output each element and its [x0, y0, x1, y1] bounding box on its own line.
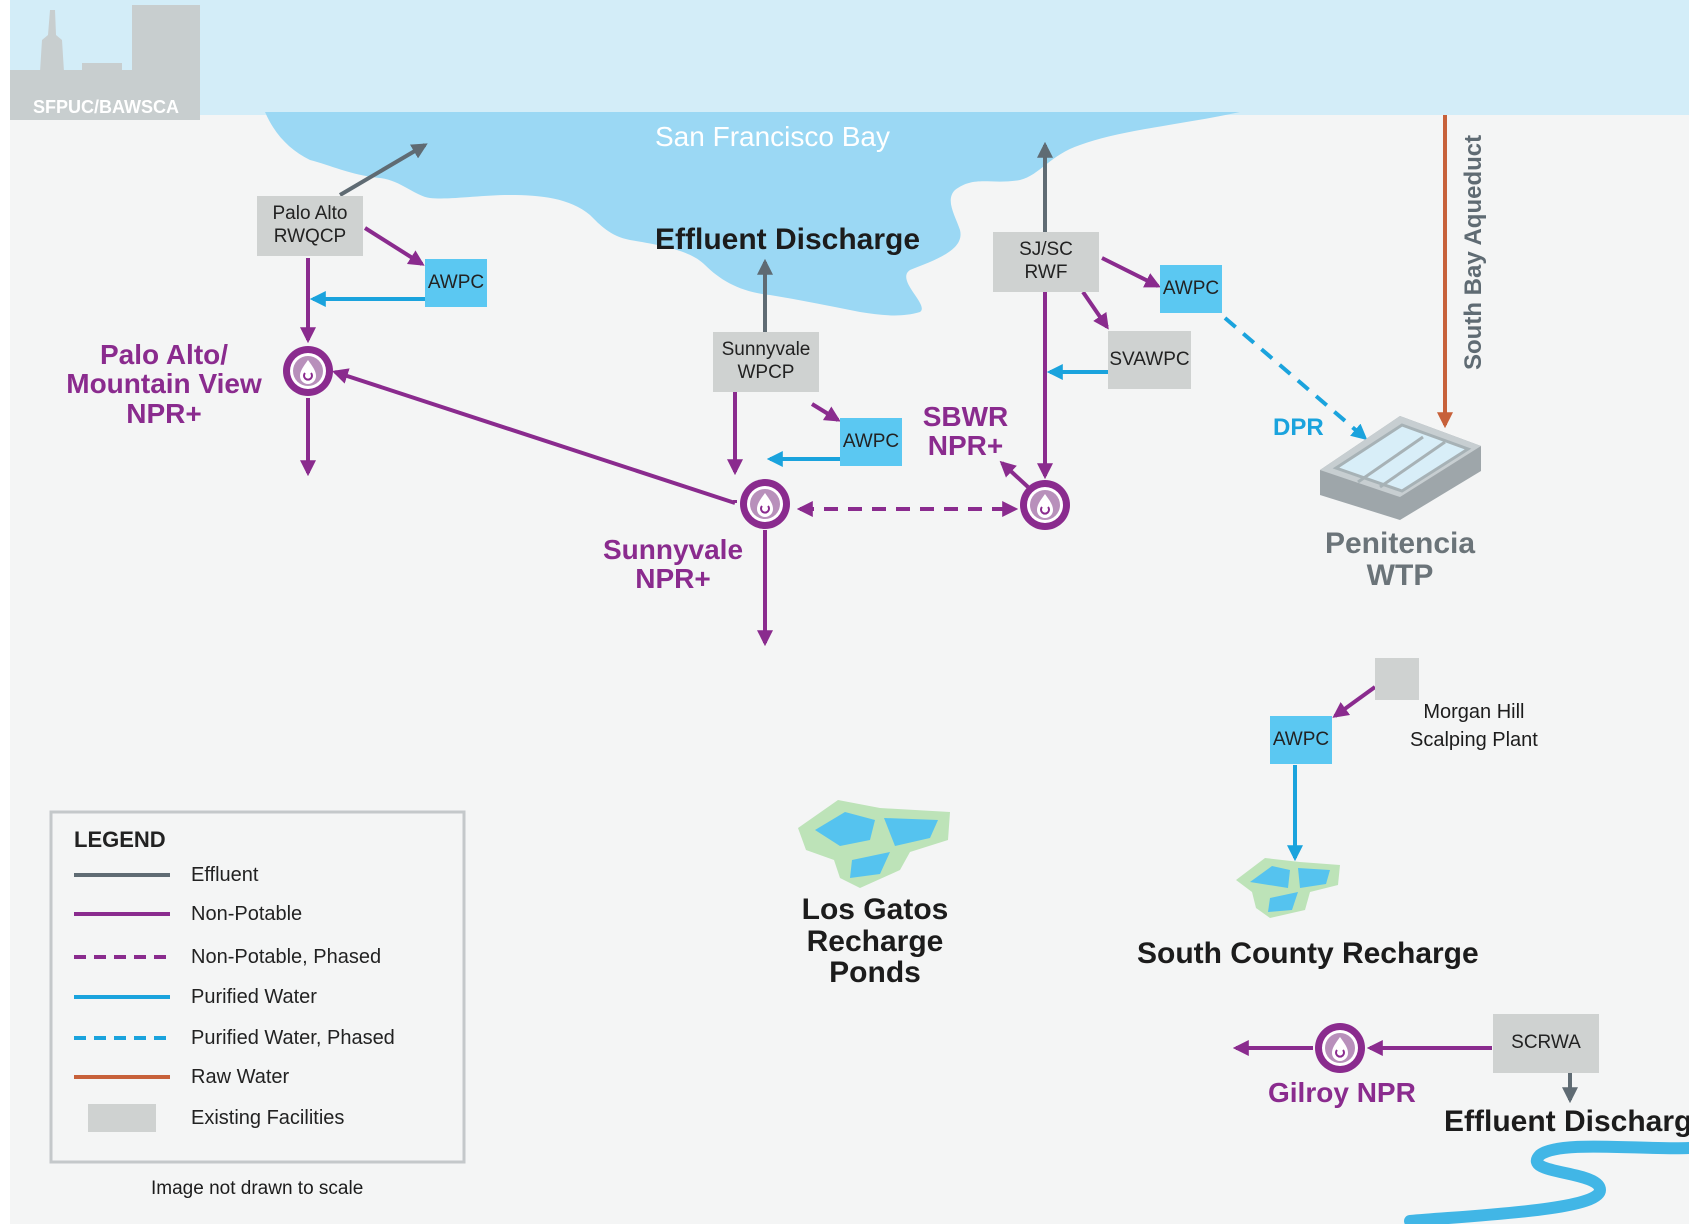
bay-band [10, 0, 1689, 115]
palo-alto-rwqcp-label: Palo Alto RWQCP [272, 203, 348, 247]
los-gatos-label: Los Gatos Recharge Ponds [801, 893, 949, 989]
gilroy-hub-label: Gilroy NPR [1268, 1077, 1416, 1108]
legend-item-purified: Purified Water [191, 986, 317, 1008]
scrwa-box [1493, 1014, 1599, 1073]
morgan-hill-box [1375, 658, 1419, 700]
sjsc-rwf-box [993, 232, 1099, 292]
sunnyvale-hub-icon [739, 478, 791, 530]
bay-effluent-discharge: Effluent Discharge [655, 223, 921, 256]
legend-item-existing-facilities: Existing Facilities [191, 1107, 345, 1129]
sfpuc-skyline-icon [10, 5, 200, 120]
awpc-label-sjsc: AWPC [1162, 277, 1220, 299]
legend-item-effluent: Effluent [191, 864, 259, 886]
bay-name: San Francisco Bay [655, 121, 890, 152]
los-gatos-ponds-icon [798, 800, 950, 888]
awpc-label-palo-alto: AWPC [427, 271, 485, 293]
morgan-hill-label: Morgan Hill Scalping Plant [1410, 701, 1538, 751]
palo-alto-hub-label: Palo Alto/ Mountain View NPR+ [66, 339, 262, 429]
gilroy-hub-icon [1314, 1022, 1366, 1074]
legend-item-raw-water: Raw Water [191, 1066, 290, 1088]
sfpuc-label: SFPUC/BAWSCA [33, 97, 180, 117]
sbwr-hub-label: SBWR NPR+ [922, 401, 1009, 462]
bay-water [265, 112, 1240, 316]
palo-alto-rwqcp-box [257, 196, 363, 256]
legend-item-non-potable-phased: Non-Potable, Phased [191, 946, 382, 968]
legend-box [49, 810, 466, 1164]
awpc-box-south-county [1270, 716, 1332, 764]
awpc-boxes [425, 259, 1332, 764]
dpr-phased-line [1223, 316, 1368, 441]
aqueduct-label: South Bay Aqueduct [1460, 134, 1487, 370]
sunnyvale-wpcp-label: Sunnyvale WPCP [721, 339, 811, 383]
effluent-lines [338, 141, 1578, 1104]
svawpc-label: SVAWPC [1109, 348, 1190, 370]
legend-item-purified-phased: Purified Water, Phased [191, 1027, 395, 1049]
gilroy-effluent-discharge: Effluent Discharge [1444, 1105, 1689, 1138]
legend-swatch-6 [88, 1104, 156, 1132]
svawpc-box [1108, 331, 1191, 389]
awpc-box-sjsc [1160, 265, 1222, 313]
sunnyvale-hub-label: Sunnyvale NPR+ [602, 534, 744, 595]
scale-note: Image not drawn to scale [151, 1178, 364, 1199]
awpc-box-sunnyvale [840, 418, 902, 466]
legend-swatches [74, 873, 170, 1132]
river-icon [1404, 1140, 1689, 1224]
south-county-ponds-icon [1236, 858, 1340, 918]
existing-facilities [257, 196, 1599, 1073]
palo-alto-hub-icon [282, 345, 334, 397]
south-county-label: South County Recharge [1137, 937, 1479, 970]
dpr-label: DPR [1273, 414, 1324, 441]
sunnyvale-wpcp-box [713, 332, 819, 392]
purified-lines [309, 291, 1303, 862]
awpc-label-sunnyvale: AWPC [842, 430, 900, 452]
sjsc-rwf-label: SJ/SC RWF [1019, 239, 1073, 283]
awpc-label-south-county: AWPC [1272, 728, 1330, 750]
scrwa-label: SCRWA [1511, 1032, 1581, 1054]
legend-item-non-potable: Non-Potable [191, 903, 303, 925]
non-potable-lines [300, 226, 1492, 1056]
penitencia-label: Penitencia WTP [1324, 527, 1476, 592]
awpc-box-palo-alto [425, 259, 487, 307]
legend-title: LEGEND [74, 827, 166, 852]
sbwr-hub-icon [1019, 479, 1071, 531]
penitencia-wtp-icon [1320, 416, 1481, 520]
